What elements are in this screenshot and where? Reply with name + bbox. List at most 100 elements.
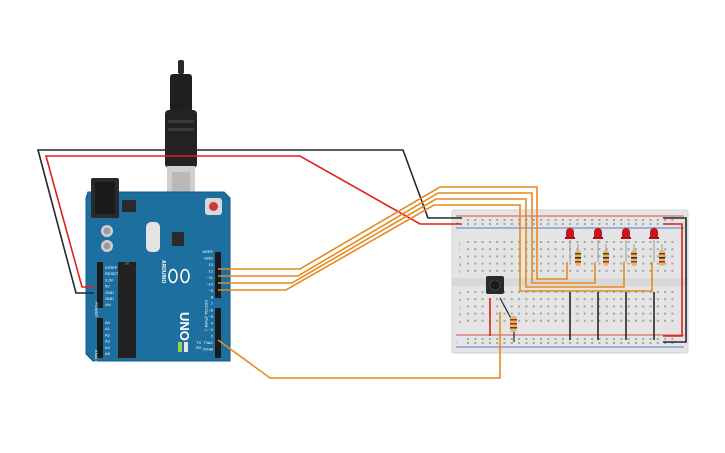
- breadboard-hole[interactable]: [649, 298, 652, 301]
- breadboard-hole[interactable]: [642, 255, 645, 258]
- breadboard-hole[interactable]: [576, 305, 579, 308]
- breadboard-hole[interactable]: [627, 298, 630, 301]
- breadboard-hole[interactable]: [532, 342, 535, 344]
- breadboard-hole[interactable]: [561, 241, 564, 243]
- breadboard-hole[interactable]: [481, 255, 484, 258]
- breadboard-hole[interactable]: [576, 338, 579, 340]
- breadboard-hole[interactable]: [518, 298, 521, 301]
- breadboard-hole[interactable]: [591, 305, 594, 308]
- breadboard-hole[interactable]: [503, 298, 506, 301]
- breadboard-hole[interactable]: [649, 248, 652, 251]
- breadboard-hole[interactable]: [496, 342, 499, 344]
- led-2[interactable]: [593, 228, 603, 239]
- breadboard-hole[interactable]: [510, 241, 513, 243]
- breadboard-hole[interactable]: [620, 319, 623, 322]
- breadboard-hole[interactable]: [634, 241, 637, 243]
- breadboard-hole[interactable]: [554, 342, 557, 344]
- breadboard-hole[interactable]: [467, 298, 469, 301]
- breadboard-hole[interactable]: [620, 291, 623, 293]
- breadboard-hole[interactable]: [488, 248, 491, 251]
- led-1[interactable]: [565, 228, 575, 239]
- led-resistor-2[interactable]: [603, 244, 609, 266]
- breadboard-hole[interactable]: [576, 298, 579, 301]
- breadboard-hole[interactable]: [525, 338, 528, 340]
- breadboard-hole[interactable]: [547, 223, 550, 225]
- breadboard-hole[interactable]: [540, 269, 542, 272]
- breadboard-hole[interactable]: [620, 255, 623, 258]
- breadboard-hole[interactable]: [613, 262, 615, 265]
- breadboard-hole[interactable]: [627, 223, 630, 225]
- breadboard-hole[interactable]: [620, 342, 623, 344]
- breadboard-hole[interactable]: [532, 291, 535, 293]
- breadboard-hole[interactable]: [634, 298, 637, 301]
- breadboard-hole[interactable]: [532, 269, 535, 272]
- breadboard-hole[interactable]: [656, 342, 659, 344]
- breadboard-hole[interactable]: [474, 255, 477, 258]
- breadboard-hole[interactable]: [467, 312, 469, 315]
- breadboard-hole[interactable]: [583, 255, 586, 258]
- breadboard-hole[interactable]: [671, 319, 674, 322]
- breadboard-hole[interactable]: [503, 342, 506, 344]
- breadboard-hole[interactable]: [503, 312, 506, 315]
- breadboard-hole[interactable]: [488, 223, 491, 225]
- breadboard-hole[interactable]: [634, 223, 637, 225]
- breadboard-hole[interactable]: [554, 291, 557, 293]
- breadboard-hole[interactable]: [634, 342, 637, 344]
- breadboard-hole[interactable]: [481, 291, 484, 293]
- breadboard-hole[interactable]: [554, 319, 557, 322]
- breadboard-hole[interactable]: [664, 269, 667, 272]
- breadboard-hole[interactable]: [481, 319, 484, 322]
- breadboard-hole[interactable]: [620, 248, 623, 251]
- breadboard-hole[interactable]: [613, 241, 615, 243]
- breadboard-hole[interactable]: [605, 342, 608, 344]
- breadboard-hole[interactable]: [634, 305, 637, 308]
- breadboard-hole[interactable]: [474, 248, 477, 251]
- breadboard-hole[interactable]: [627, 248, 630, 251]
- breadboard-hole[interactable]: [467, 262, 469, 265]
- breadboard-hole[interactable]: [532, 338, 535, 340]
- breadboard-hole[interactable]: [496, 255, 499, 258]
- breadboard-hole[interactable]: [642, 338, 645, 340]
- breadboard-hole[interactable]: [583, 262, 586, 265]
- breadboard-hole[interactable]: [561, 219, 564, 221]
- breadboard-hole[interactable]: [591, 255, 594, 258]
- breadboard-hole[interactable]: [613, 312, 615, 315]
- breadboard-hole[interactable]: [547, 255, 550, 258]
- breadboard-hole[interactable]: [518, 223, 521, 225]
- breadboard-hole[interactable]: [583, 305, 586, 308]
- breadboard-hole[interactable]: [474, 269, 477, 272]
- breadboard-hole[interactable]: [576, 241, 579, 243]
- breadboard-hole[interactable]: [503, 223, 506, 225]
- breadboard-hole[interactable]: [627, 269, 630, 272]
- breadboard-hole[interactable]: [598, 291, 601, 293]
- pushbutton[interactable]: [486, 276, 504, 294]
- breadboard-hole[interactable]: [664, 312, 667, 315]
- breadboard-hole[interactable]: [656, 248, 659, 251]
- breadboard-hole[interactable]: [583, 291, 586, 293]
- pulldown-resistor[interactable]: [510, 316, 517, 332]
- breadboard-hole[interactable]: [569, 342, 572, 344]
- breadboard-hole[interactable]: [591, 262, 594, 265]
- breadboard-hole[interactable]: [642, 342, 645, 344]
- breadboard-hole[interactable]: [664, 338, 667, 340]
- breadboard-hole[interactable]: [561, 262, 564, 265]
- wire-pin-9[interactable]: [218, 204, 653, 292]
- breadboard-hole[interactable]: [510, 338, 513, 340]
- breadboard-hole[interactable]: [525, 312, 528, 315]
- breadboard-hole[interactable]: [620, 305, 623, 308]
- breadboard-hole[interactable]: [613, 342, 615, 344]
- breadboard-hole[interactable]: [503, 248, 506, 251]
- breadboard-hole[interactable]: [503, 291, 506, 293]
- breadboard-hole[interactable]: [518, 305, 521, 308]
- breadboard-hole[interactable]: [540, 255, 542, 258]
- breadboard-hole[interactable]: [561, 338, 564, 340]
- breadboard-hole[interactable]: [510, 291, 513, 293]
- breadboard-hole[interactable]: [620, 338, 623, 340]
- breadboard-hole[interactable]: [510, 219, 513, 221]
- breadboard-hole[interactable]: [554, 248, 557, 251]
- breadboard-hole[interactable]: [481, 312, 484, 315]
- breadboard-hole[interactable]: [664, 241, 667, 243]
- breadboard-hole[interactable]: [664, 291, 667, 293]
- breadboard-hole[interactable]: [518, 319, 521, 322]
- breadboard-hole[interactable]: [496, 338, 499, 340]
